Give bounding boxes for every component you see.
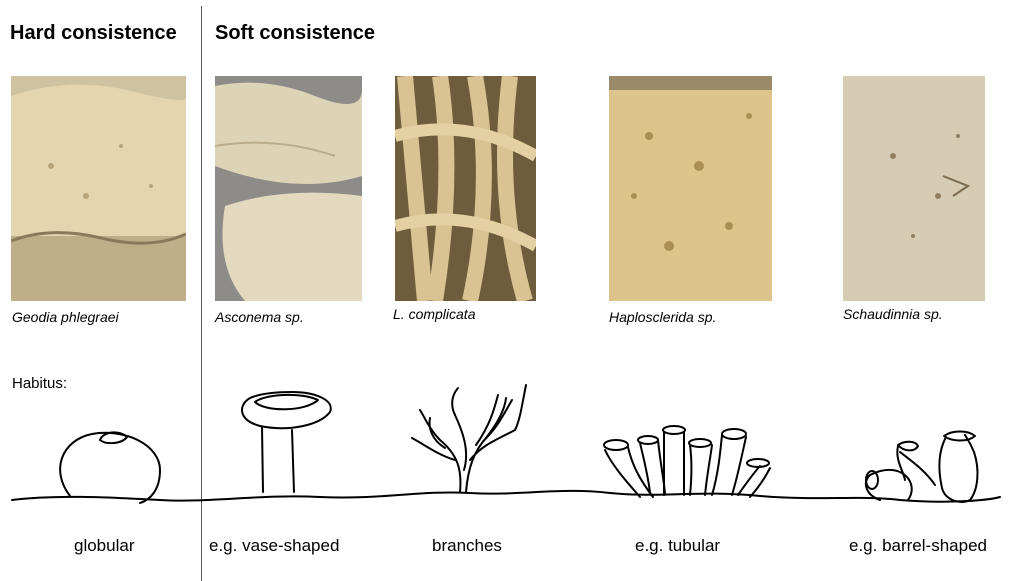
photo-schaudinnia	[843, 76, 985, 301]
barrel-shape	[866, 432, 978, 502]
seafloor-line	[12, 491, 1000, 502]
species-label-asconema: Asconema sp.	[215, 309, 304, 325]
species-label-haplosclerida: Haplosclerida sp.	[609, 309, 716, 325]
species-label-schaudinnia: Schaudinnia sp.	[843, 306, 943, 322]
tubular-shape	[604, 426, 770, 497]
habit-label-globular: globular	[74, 536, 135, 556]
heading-hard: Hard consistence	[10, 22, 177, 45]
habit-label-tubular: e.g. tubular	[635, 536, 720, 556]
habit-label-vase: e.g. vase-shaped	[209, 536, 339, 556]
photo-complicata	[395, 76, 536, 301]
branches-shape	[412, 385, 526, 492]
habit-label-barrel: e.g. barrel-shaped	[849, 536, 987, 556]
habitus-label: Habitus:	[12, 375, 67, 392]
species-label-geodia: Geodia phlegraei	[12, 309, 119, 325]
divider-line	[201, 6, 202, 581]
photo-asconema	[215, 76, 362, 301]
globular-shape	[60, 432, 160, 503]
photo-haplosclerida	[609, 76, 772, 301]
vase-shape	[242, 392, 331, 492]
photo-geodia	[11, 76, 186, 301]
heading-soft: Soft consistence	[215, 22, 375, 45]
habit-label-branches: branches	[432, 536, 502, 556]
species-label-complicata: L. complicata	[393, 306, 475, 322]
